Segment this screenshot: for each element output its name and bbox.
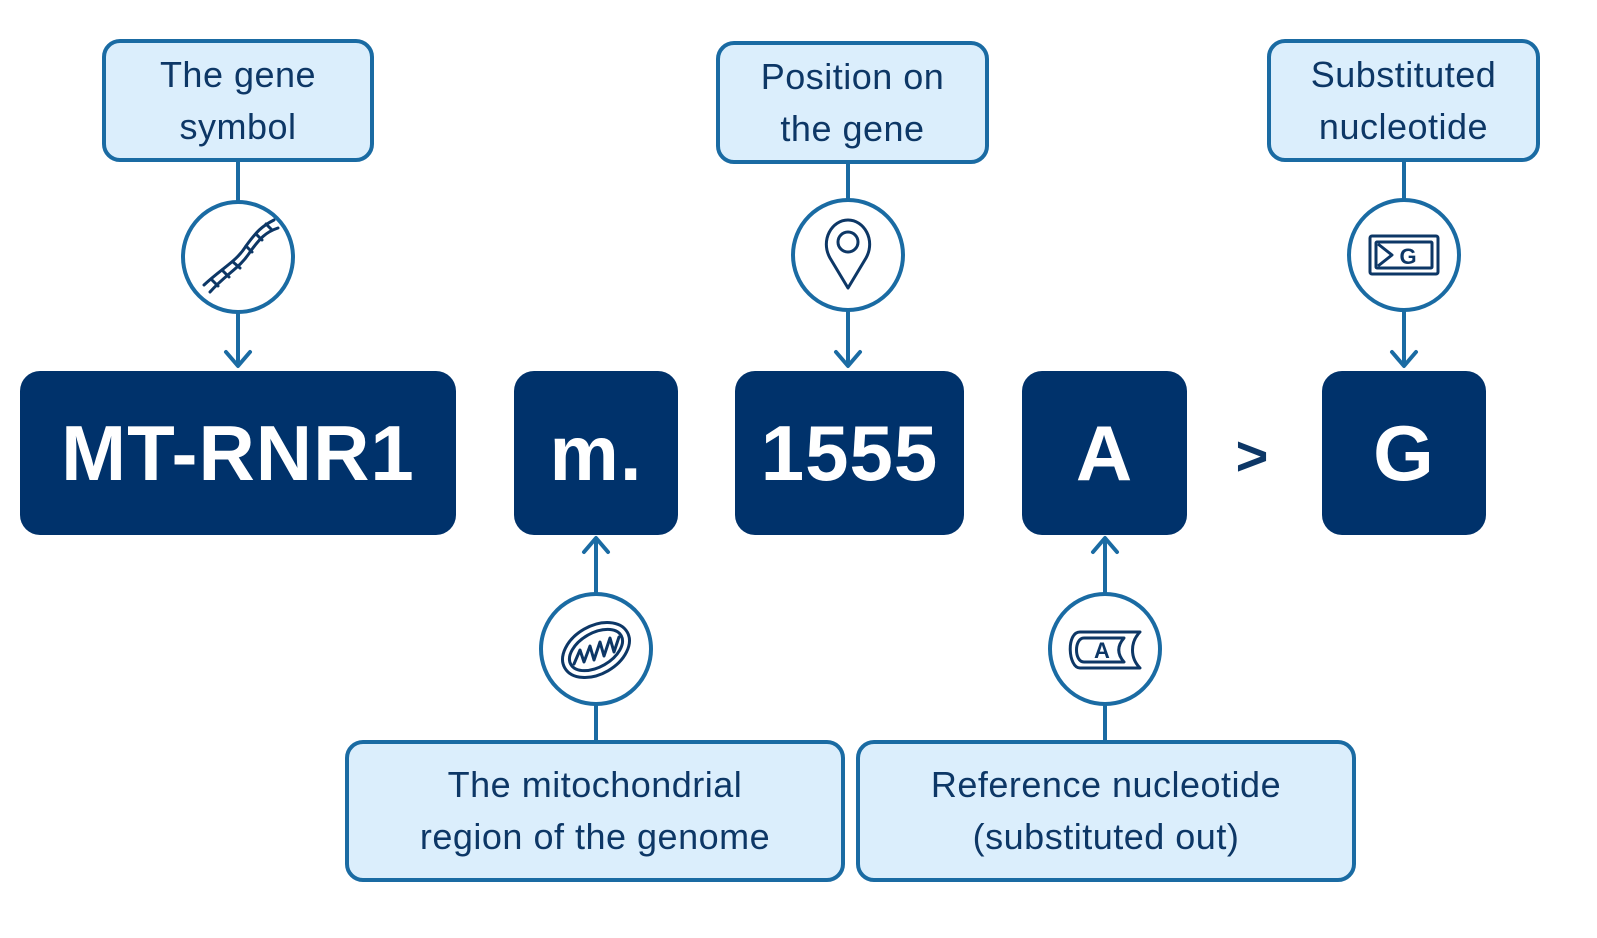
reference-token-text: A xyxy=(1075,408,1134,497)
dna-icon xyxy=(181,200,295,314)
gene-symbol-label-text: The gene symbol xyxy=(159,53,317,147)
mitochondrial-label: The mitochondrial region of the genome xyxy=(345,740,845,882)
substitute-token: G xyxy=(1322,371,1486,535)
map-pin-icon xyxy=(791,198,905,312)
substitution-separator: > xyxy=(1212,410,1292,500)
position-connector xyxy=(834,164,862,368)
reference-label: Reference nucleotide (substituted out) xyxy=(856,740,1356,882)
substituted-label: Substituted nucleotide xyxy=(1267,39,1540,162)
region-token-text: m. xyxy=(549,408,643,497)
substituted-connector xyxy=(1390,162,1418,368)
gene-token-text: MT-RNR1 xyxy=(61,408,415,497)
nucleotide-g-icon: G xyxy=(1347,198,1461,312)
reference-label-text: Reference nucleotide (substituted out) xyxy=(930,764,1282,857)
position-label: Position on the gene xyxy=(716,41,989,164)
nucleotide-a-letter: A xyxy=(1094,638,1110,663)
gene-connector xyxy=(224,162,252,368)
gene-token: MT-RNR1 xyxy=(20,371,456,535)
reference-token: A xyxy=(1022,371,1187,535)
region-token: m. xyxy=(514,371,678,535)
substitute-token-text: G xyxy=(1373,408,1435,497)
nucleotide-a-icon: A xyxy=(1048,592,1162,706)
mitochondrial-connector xyxy=(582,536,610,740)
substituted-label-text: Substituted nucleotide xyxy=(1310,53,1497,147)
position-token-text: 1555 xyxy=(760,408,939,497)
position-token: 1555 xyxy=(735,371,964,535)
reference-connector xyxy=(1091,536,1119,740)
nucleotide-g-letter: G xyxy=(1399,244,1416,269)
substitution-separator-text: > xyxy=(1235,423,1269,487)
gene-symbol-label: The gene symbol xyxy=(102,39,374,162)
mitochondrial-label-text: The mitochondrial region of the genome xyxy=(419,764,771,857)
position-label-text: Position on the gene xyxy=(760,55,945,149)
mitochondria-icon xyxy=(539,592,653,706)
